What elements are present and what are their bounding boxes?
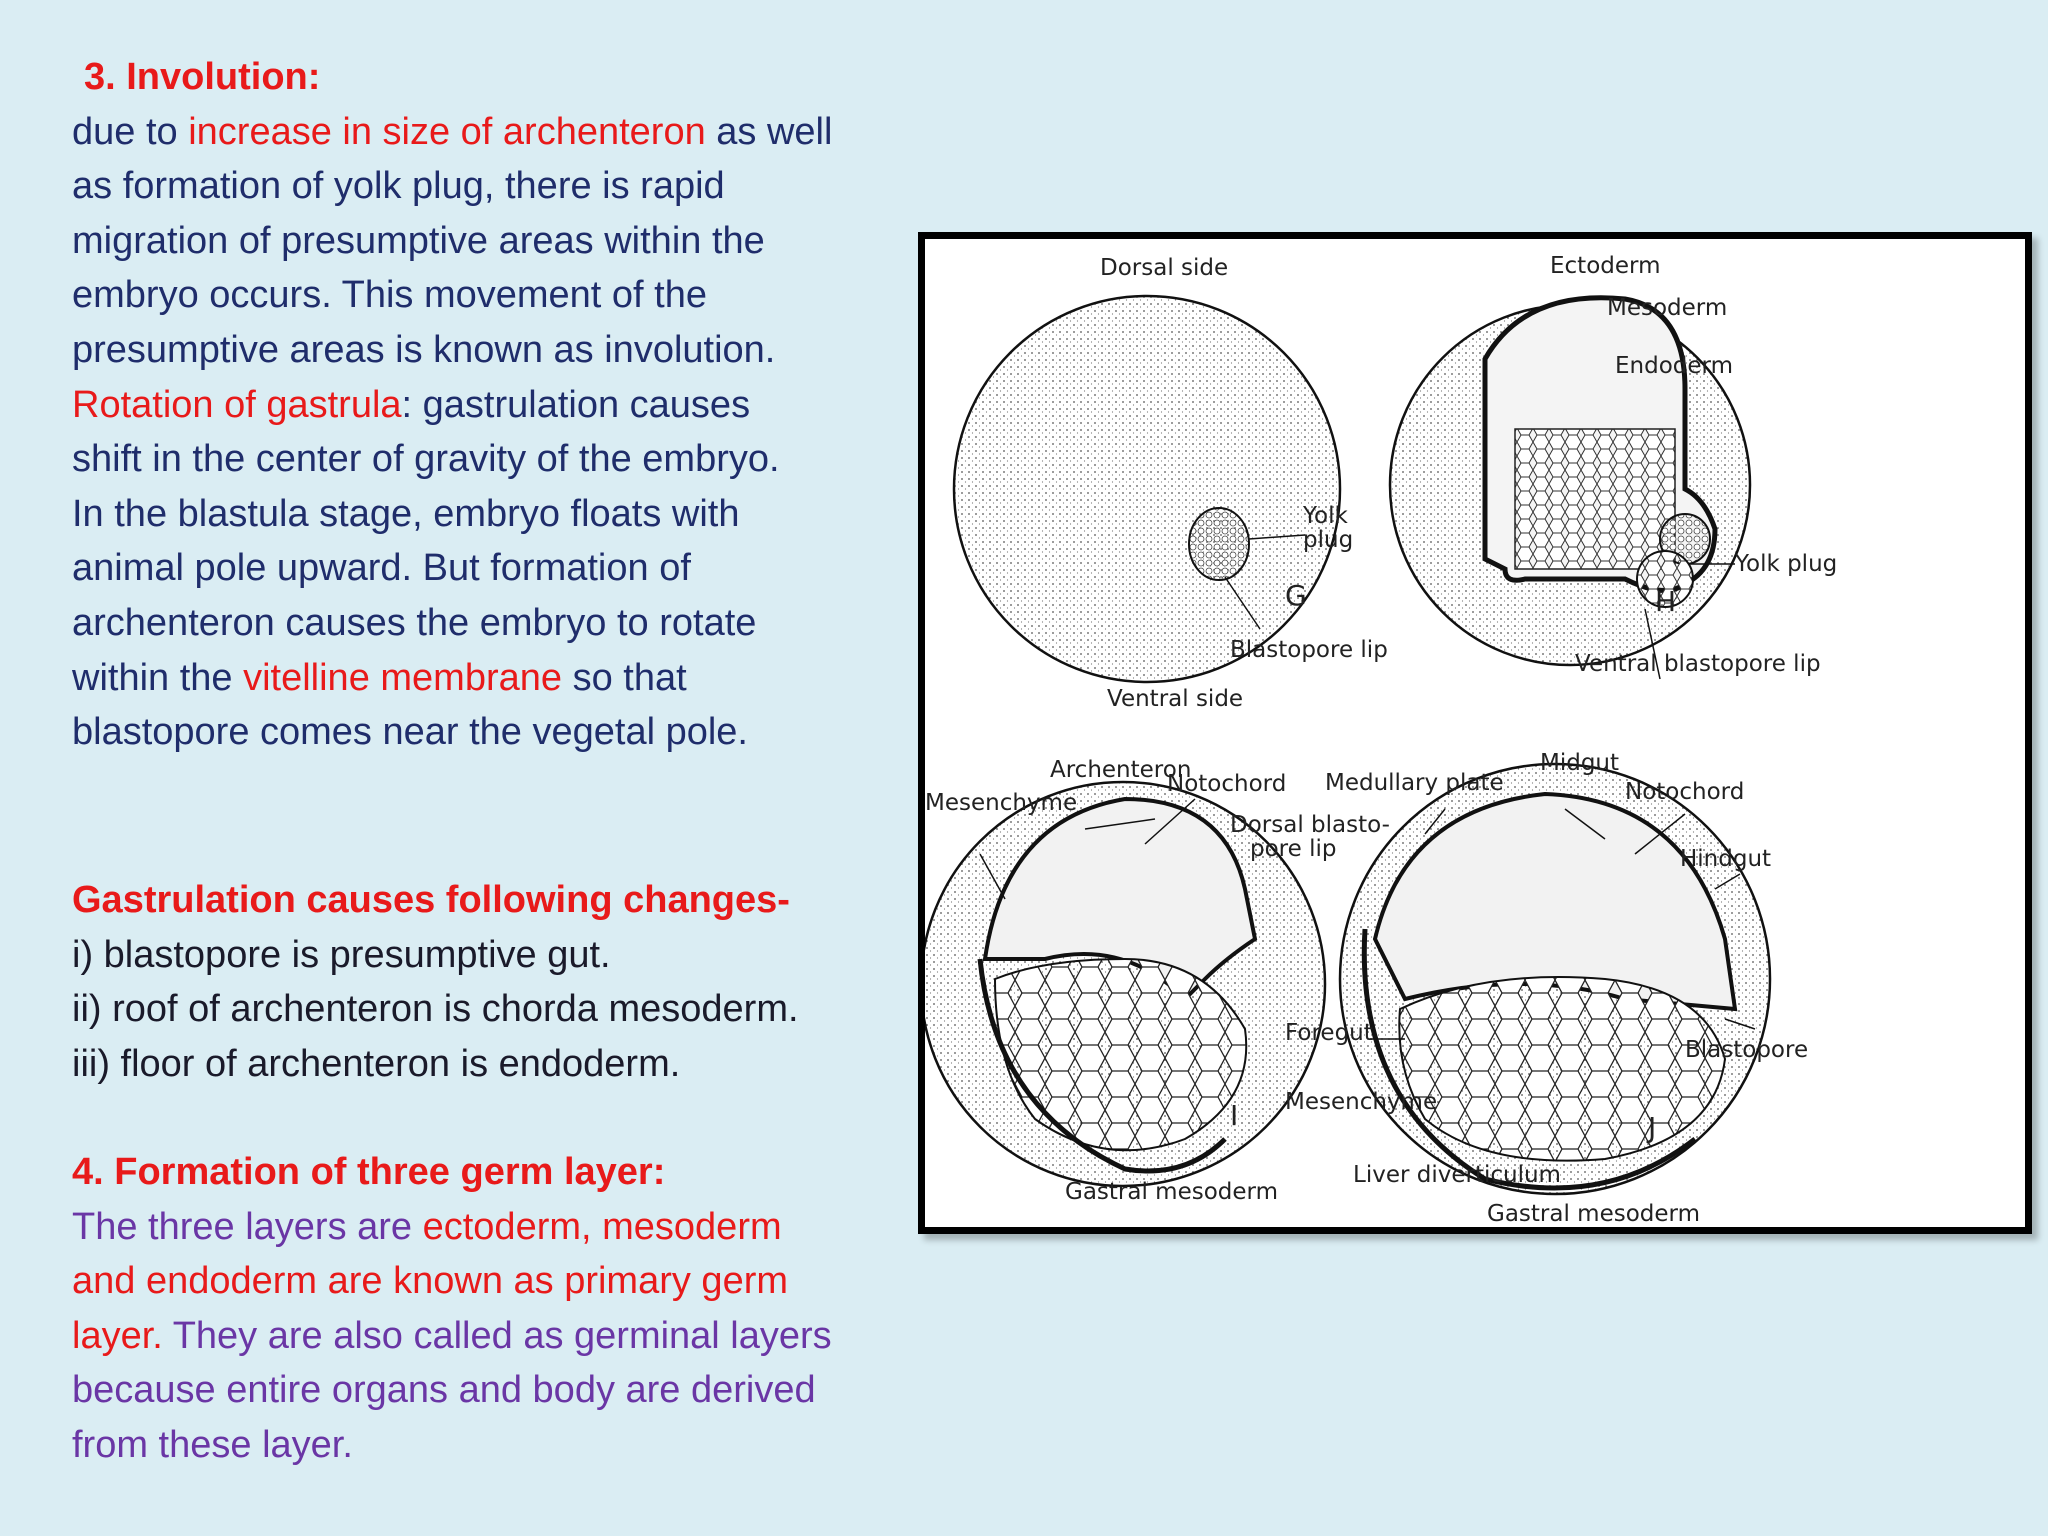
germ-section: 4. Formation of three germ layer: The th… (72, 1145, 932, 1473)
label-archenteron: Archenteron (1050, 757, 1191, 783)
label-i: I (1230, 1099, 1238, 1132)
changes-heading: Gastrulation causes following changes- (72, 879, 790, 921)
label-midgut: Midgut (1540, 750, 1619, 776)
involution-line: In the blastula stage, embryo floats wit… (72, 492, 740, 535)
vitelline-line: within the vitelline membrane so that (72, 651, 932, 706)
involution-heading: 3. Involution: (84, 56, 321, 98)
label-dorsal-side: Dorsal side (1100, 255, 1228, 281)
involution-line: archenteron causes the embryo to rotate (72, 601, 757, 644)
germ-line: The three layers are ectoderm, mesoderm (72, 1200, 932, 1255)
involution-line: blastopore comes near the vegetal pole. (72, 711, 748, 754)
changes-section: Gastrulation causes following changes- i… (72, 873, 932, 1091)
label-g: G (1285, 579, 1307, 612)
label-blastopore: Blastopore (1685, 1037, 1808, 1063)
germ-heading: 4. Formation of three germ layer: (72, 1151, 666, 1193)
label-yolk-plug: plug (1303, 527, 1353, 553)
label-endoderm: Endoderm (1615, 353, 1733, 379)
gastrulation-figure: Dorsal side Ventral side Yolk plug G Bla… (918, 232, 2032, 1234)
label-ectoderm: Ectoderm (1550, 253, 1660, 279)
rotation-text: : gastrulation causes (401, 383, 751, 426)
label-mesenchyme-i: Mesenchyme (925, 790, 1077, 816)
germ-line: and endoderm are known as primary germ (72, 1260, 789, 1303)
germ-text: They are also called as germinal layers (162, 1314, 832, 1357)
label-dorsal-blastopore-lip: Dorsal blasto- (1230, 812, 1390, 838)
germ-text: The three layers are (72, 1205, 423, 1248)
germ-line: because entire organs and body are deriv… (72, 1369, 816, 1412)
germ-line: layer. They are also called as germinal … (72, 1309, 932, 1364)
label-gastral-mesoderm-j: Gastral mesoderm (1487, 1201, 1700, 1227)
involution-line-1: due to increase in size of archenteron a… (72, 105, 932, 160)
involution-line: as formation of yolk plug, there is rapi… (72, 165, 725, 208)
label-blastopore-lip: Blastopore lip (1230, 637, 1388, 663)
label-ventral-side: Ventral side (1107, 686, 1243, 712)
involution-line: animal pole upward. But formation of (72, 547, 691, 590)
germ-highlight: ectoderm, mesoderm (422, 1205, 782, 1248)
rotation-line: Rotation of gastrula: gastrulation cause… (72, 378, 932, 433)
label-liver-diverticulum: Liver diverticulum (1353, 1162, 1561, 1188)
vitelline-highlight: vitelline membrane (243, 656, 563, 699)
label-medullary-plate: Medullary plate (1325, 770, 1504, 796)
gastrulation-diagram: Dorsal side Ventral side Yolk plug G Bla… (925, 253, 1837, 1227)
label-gastral-mesoderm-i: Gastral mesoderm (1065, 1179, 1278, 1205)
label-yolk-plug: Yolk (1302, 503, 1348, 529)
embryo-j: Medullary plate Midgut Notochord Hindgut… (1285, 750, 1808, 1227)
rotation-highlight: Rotation of gastrula (72, 383, 402, 426)
label-mesenchyme-j: Mesenchyme (1285, 1089, 1437, 1115)
vitelline-text: so that (562, 656, 687, 699)
changes-item: iii) floor of archenteron is endoderm. (72, 1042, 681, 1085)
involution-highlight: increase in size of archenteron (188, 110, 706, 153)
label-yolk-plug-h: Yolk plug (1734, 551, 1837, 577)
changes-item: ii) roof of archenteron is chorda mesode… (72, 988, 799, 1031)
germ-highlight: layer. (72, 1314, 163, 1357)
label-dorsal-blastopore-lip: pore lip (1250, 836, 1336, 862)
involution-line: shift in the center of gravity of the em… (72, 438, 780, 481)
involution-text: due to (72, 110, 189, 153)
label-mesoderm: Mesoderm (1607, 295, 1727, 321)
label-foregut: Foregut (1285, 1020, 1373, 1046)
involution-line: embryo occurs. This movement of the (72, 274, 707, 317)
germ-line: from these layer. (72, 1423, 353, 1466)
label-notochord-j: Notochord (1625, 779, 1744, 805)
label-hindgut: Hindgut (1680, 846, 1771, 872)
label-h: H (1655, 585, 1676, 618)
label-j: J (1646, 1111, 1656, 1144)
vitelline-text: within the (72, 656, 244, 699)
embryo-g: Dorsal side Ventral side Yolk plug G Bla… (952, 255, 1388, 712)
changes-item: i) blastopore is presumptive gut. (72, 933, 611, 976)
label-notochord-i: Notochord (1167, 771, 1286, 797)
involution-line: presumptive areas is known as involution… (72, 328, 776, 371)
label-ventral-blastopore-lip: Ventral blastopore lip (1575, 651, 1821, 677)
embryo-i: Archenteron Notochord Mesenchyme Dorsal … (925, 757, 1390, 1205)
involution-text: as well (705, 110, 833, 153)
involution-line: migration of presumptive areas within th… (72, 219, 765, 262)
embryo-h: Ectoderm Mesoderm Endoderm Yolk plug H V… (1388, 253, 1837, 680)
involution-section: 3. Involution: due to increase in size o… (72, 50, 932, 760)
